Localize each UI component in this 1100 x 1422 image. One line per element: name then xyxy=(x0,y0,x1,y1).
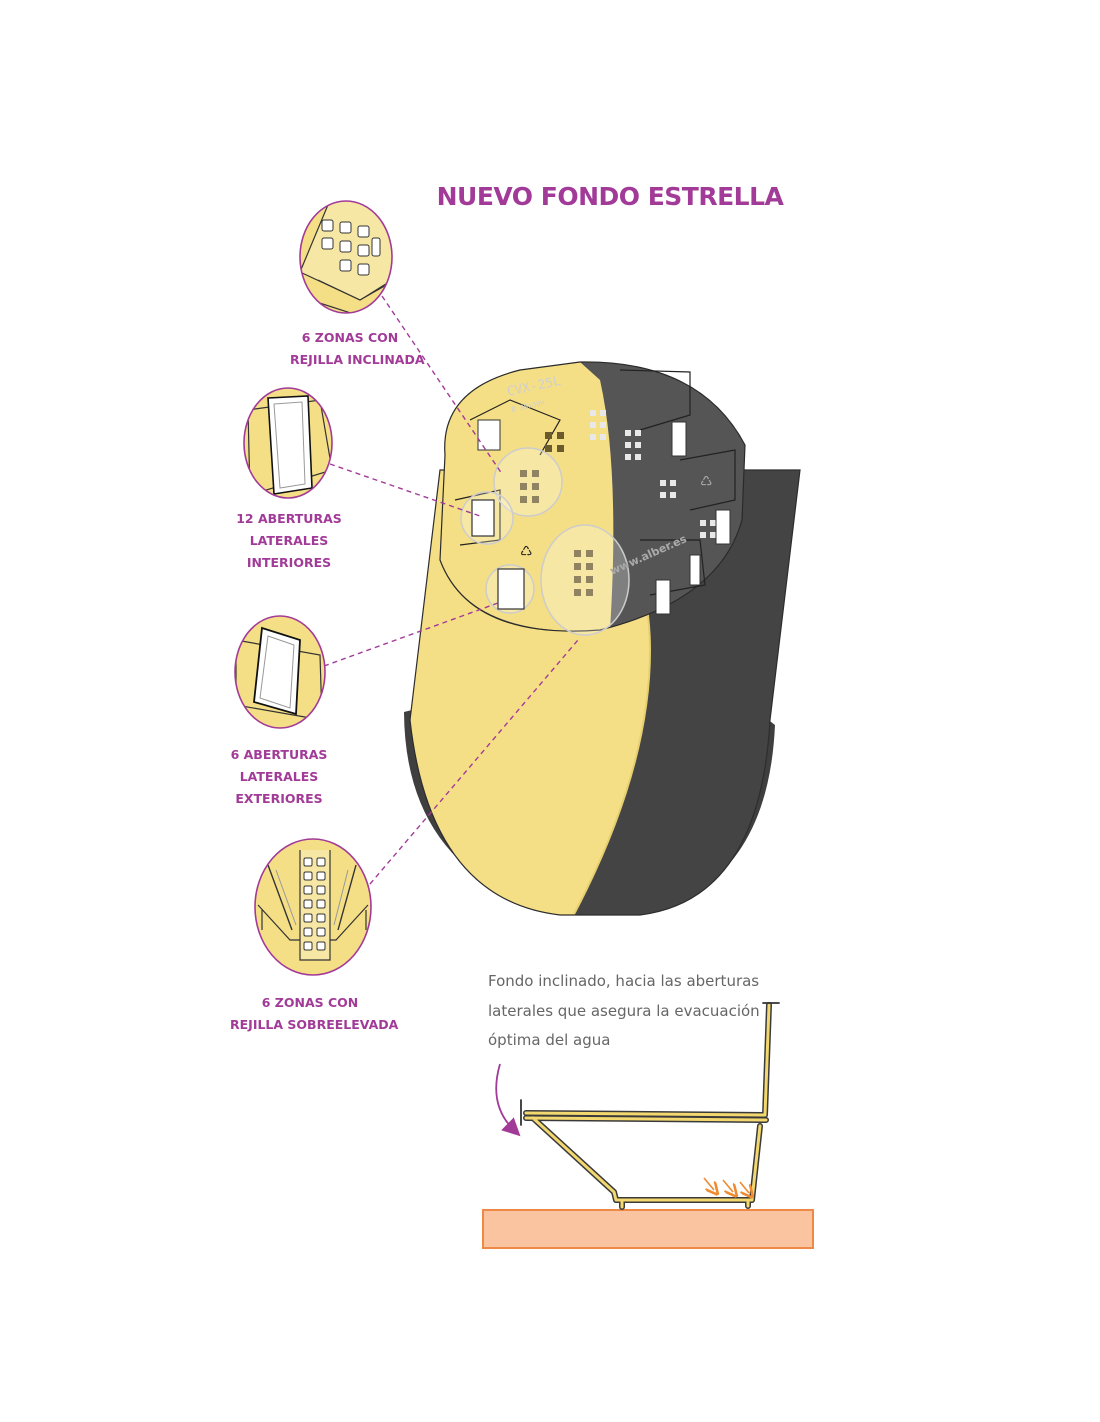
recycle-icon-2: ♺ xyxy=(700,474,713,490)
callout-inner-openings-line1: 12 ABERTURAS xyxy=(236,511,342,526)
callout-grid-inclined-line2: REJILLA INCLINADA xyxy=(290,352,425,367)
flow-arrow-icon xyxy=(495,1063,521,1137)
callout-inner-openings-line2: LATERALES xyxy=(249,533,329,548)
detail-circle-inner-openings xyxy=(243,387,333,499)
callout-inner-openings-line3: INTERIORES xyxy=(246,555,332,570)
note-line-2: laterales que asegura la evacuación xyxy=(488,1001,760,1020)
callout-grid-inclined: 6 ZONAS CON REJILLA INCLINADA xyxy=(290,327,425,371)
callout-grid-inclined-line1: 6 ZONAS CON xyxy=(301,330,399,345)
callout-leaders xyxy=(323,295,579,885)
callout-outer-openings-line1: 6 ABERTURAS xyxy=(230,747,328,762)
cross-section-diagram xyxy=(482,1002,814,1249)
recycle-icon: ♺ xyxy=(520,544,533,560)
callout-inner-openings: 12 ABERTURAS LATERALES INTERIORES xyxy=(229,508,349,574)
page-title: NUEVO FONDO ESTRELLA xyxy=(436,182,784,211)
detail-circle-grid-raised xyxy=(254,838,372,976)
detail-circle-grid-inclined xyxy=(299,200,393,314)
callout-outer-openings-line2: LATERALES xyxy=(239,769,319,784)
detail-circle-outer-openings xyxy=(234,615,326,729)
callout-grid-raised: 6 ZONAS CON REJILLA SOBREELEVADA xyxy=(230,992,399,1036)
cross-section-note: Fondo inclinado, hacia las aberturas lat… xyxy=(488,967,760,1056)
note-line-1: Fondo inclinado, hacia las aberturas xyxy=(488,972,760,990)
pot-body: ♺ ♺ CVX-25L Ø 38x30H www.alber.es xyxy=(404,361,801,916)
callout-outer-openings-line3: EXTERIORES xyxy=(235,791,323,806)
callout-grid-raised-line2: REJILLA SOBREELEVADA xyxy=(230,1017,399,1032)
callout-outer-openings: 6 ABERTURAS LATERALES EXTERIORES xyxy=(219,744,339,810)
callout-grid-raised-line1: 6 ZONAS CON xyxy=(261,995,359,1010)
ground-surface xyxy=(482,1209,814,1249)
note-line-3: óptima del agua xyxy=(488,1031,611,1049)
drain-arrows-icon xyxy=(703,1177,749,1193)
